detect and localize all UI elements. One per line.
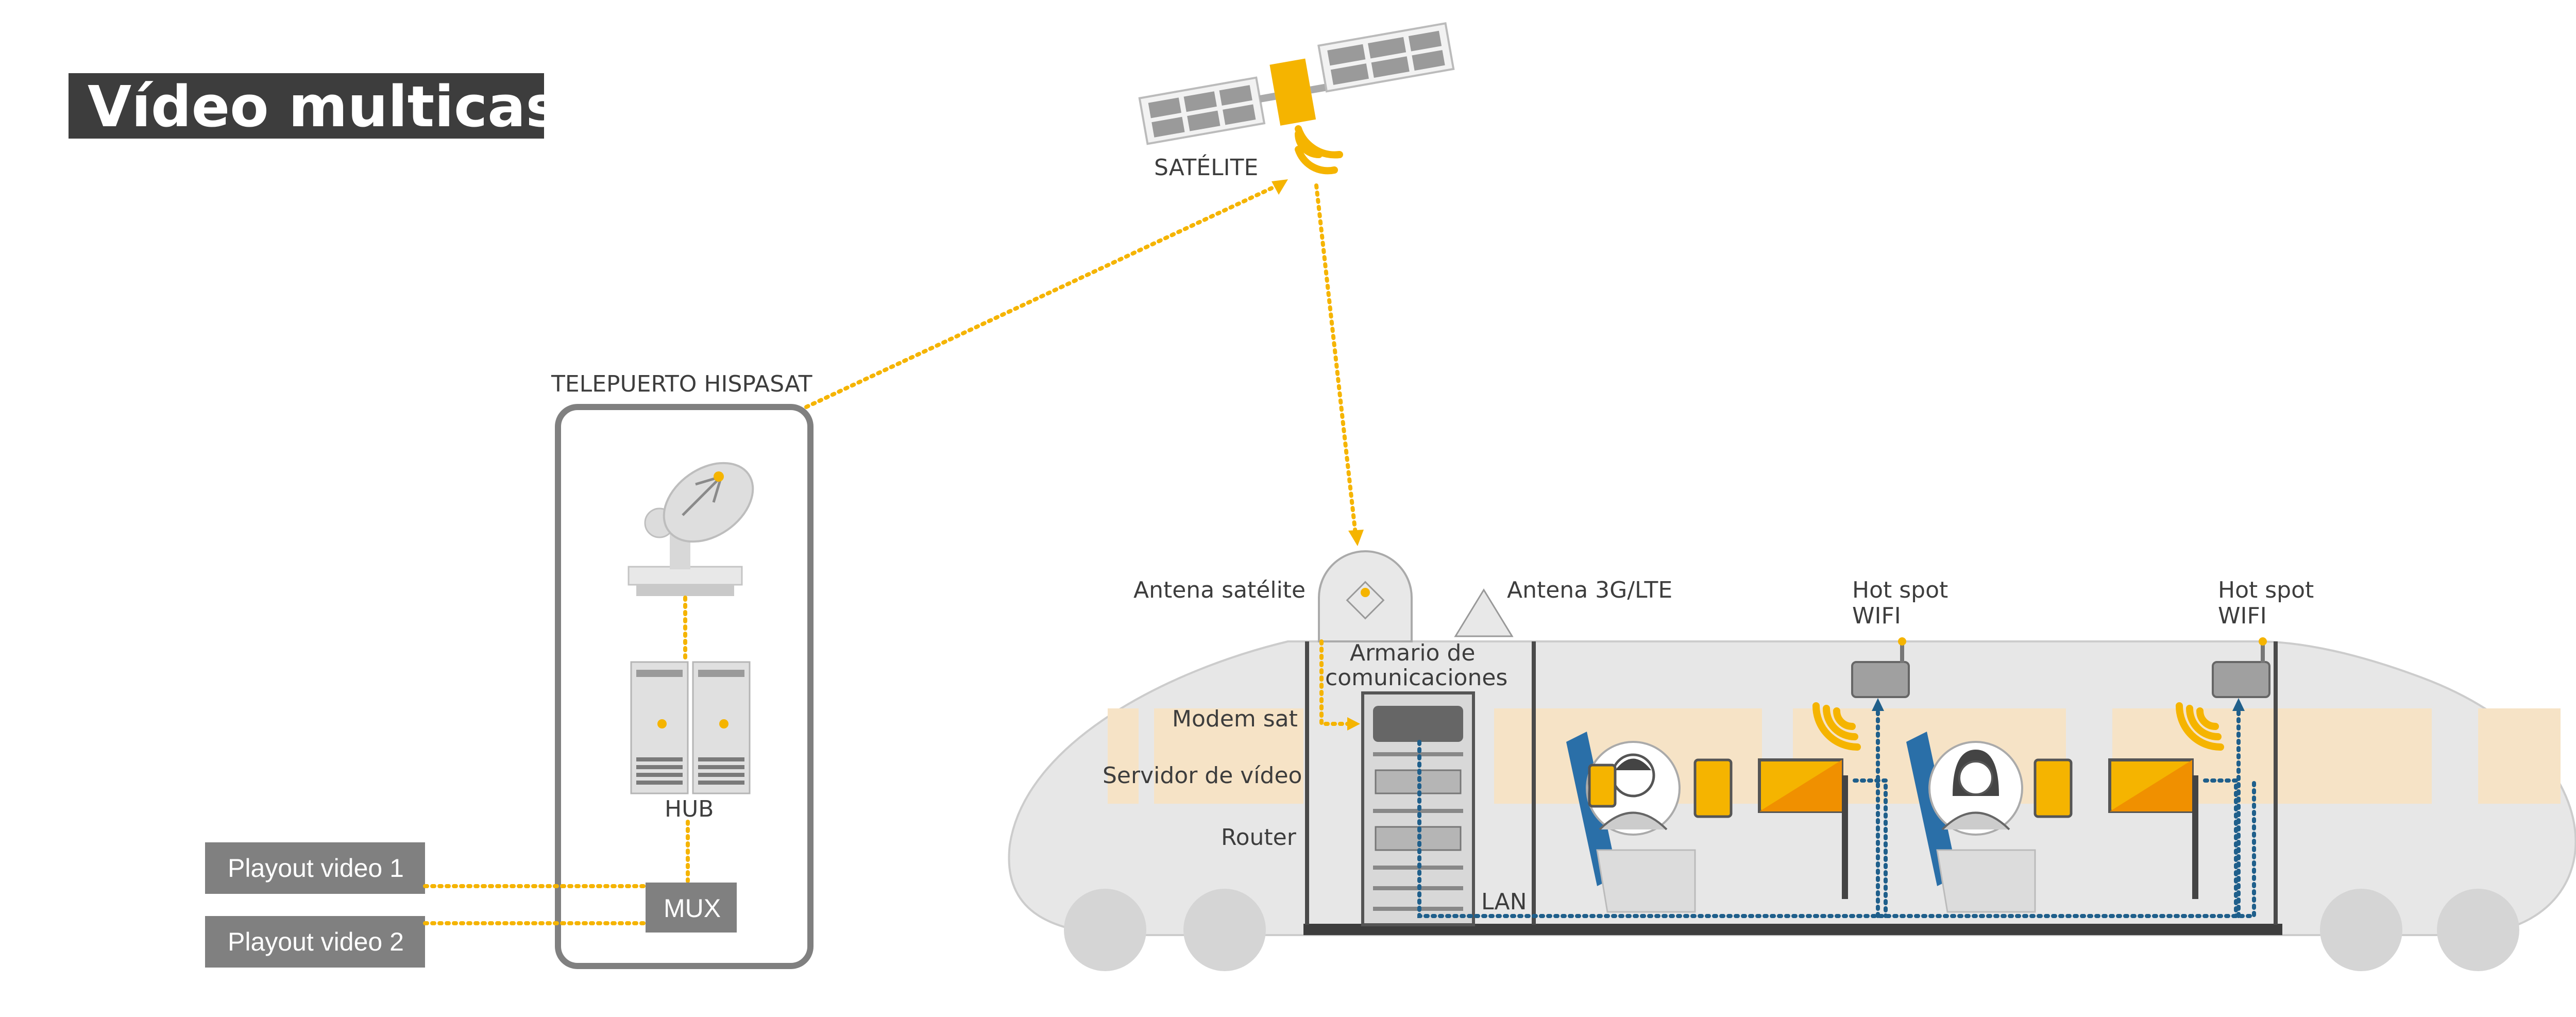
- passenger-icon: [1928, 741, 2023, 836]
- hub-server-icon: [630, 661, 751, 794]
- cabinet-label-line1: Armario de: [1350, 640, 1475, 666]
- tablet-icon: [2033, 758, 2073, 818]
- hotspot-2-label-line1: Hot spot: [2218, 577, 2314, 603]
- tablet-icon: [1588, 764, 1617, 808]
- train-window: [1154, 708, 1303, 804]
- wifi-signal-icon: [1812, 702, 1861, 751]
- wagon-divider: [2274, 641, 2278, 925]
- downlink-path: [1314, 183, 1358, 540]
- antenna-to-modem-link: [1319, 639, 1354, 726]
- lte-antenna-icon: [1454, 588, 1514, 637]
- satellite-label: SATÉLITE: [1154, 154, 1258, 181]
- teleport-label: TELEPUERTO HISPASAT: [551, 371, 812, 397]
- hotspot-1-arrowhead: [1872, 698, 1884, 711]
- satellite-signal-icon: [1295, 125, 1343, 175]
- tablet-icon: [1693, 758, 1733, 818]
- lan-backbone: [1417, 740, 2256, 918]
- mux-box: [646, 883, 737, 933]
- hotspot-1-label-line1: Hot spot: [1852, 577, 1948, 603]
- satellite-icon: [1138, 22, 1455, 175]
- playout-video-2-label: Playout video 2: [228, 927, 404, 956]
- video-server-label: Servidor de vídeo: [1103, 762, 1302, 789]
- wagon-divider: [1532, 641, 1536, 925]
- satellite-antenna-icon: [1318, 550, 1413, 642]
- uplink-path: [804, 181, 1285, 409]
- router-label: Router: [1221, 824, 1297, 851]
- screen-link-2: [2203, 778, 2238, 918]
- hotspot-2-label-line2: WIFI: [2218, 603, 2267, 629]
- uplink-arrowhead: [1272, 179, 1288, 195]
- page-title: Vídeo multicast: [88, 74, 586, 140]
- cabinet-label-line2: comunicaciones: [1325, 665, 1507, 691]
- passenger-seat-icon: [1906, 732, 2036, 913]
- wagon-divider: [1305, 641, 1309, 925]
- screen-link-1: [1853, 778, 1888, 918]
- title-block: Vídeo multicast: [69, 73, 586, 140]
- screen-icon: [1758, 758, 1848, 899]
- train-wheels: [1064, 889, 2519, 971]
- teleport-frame: [555, 404, 814, 969]
- hotspot-1-label-line2: WIFI: [1852, 603, 1901, 629]
- hotspot-2-arrowhead: [2232, 698, 2245, 711]
- hub-label: HUB: [665, 796, 714, 822]
- mux-label: MUX: [664, 894, 721, 923]
- playout-video-1-label: Playout video 1: [228, 854, 404, 883]
- antenna-satellite-label: Antena satélite: [1133, 577, 1306, 603]
- modem-arrowhead: [1347, 717, 1360, 731]
- wifi-router-icon: [2212, 637, 2270, 698]
- train-window-front: [1108, 708, 1139, 804]
- screen-icon: [2108, 758, 2198, 899]
- train-window-rear: [2478, 708, 2561, 804]
- playout-video-2-box: [205, 916, 425, 968]
- wifi-signal-icon: [2176, 702, 2224, 751]
- dish-antenna-icon: [628, 462, 754, 596]
- downlink-arrowhead: [1348, 530, 1364, 546]
- modem-label: Modem sat: [1172, 706, 1298, 732]
- playout-video-1-box: [205, 842, 425, 894]
- lan-label: LAN: [1481, 889, 1527, 915]
- antenna-lte-label: Antena 3G/LTE: [1507, 577, 1672, 603]
- wifi-router-icon: [1851, 637, 1910, 698]
- title-background: [69, 73, 544, 139]
- train-floor: [1303, 924, 2282, 935]
